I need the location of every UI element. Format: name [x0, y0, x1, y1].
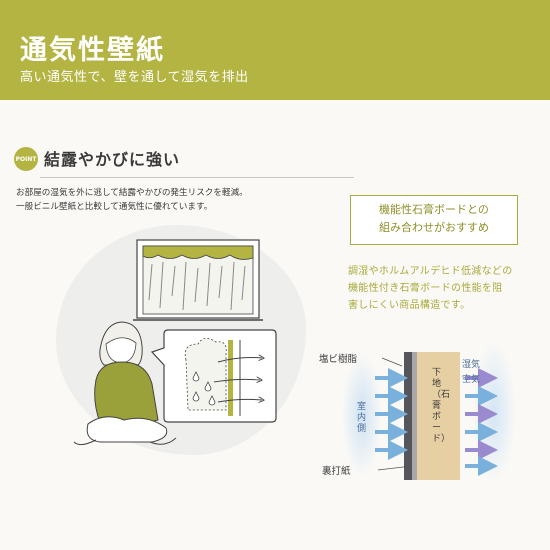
feature-line-3: 害しにくい商品構造です。 [348, 300, 471, 311]
description-line-2: 一般ビニル壁紙と比較して通気性に優れています。 [16, 202, 213, 212]
point-badge: POINT [14, 147, 38, 171]
callout-line-1: 機能性石膏ボードとの [379, 203, 489, 216]
page-subtitle: 高い通気性で、壁を通して湿気を排出 [20, 70, 249, 85]
speech-bubble [150, 329, 277, 423]
gypsum-board [417, 352, 460, 480]
vinyl-resin-label: 塩ビ樹脂 [319, 354, 358, 365]
room-side-glow [342, 353, 382, 477]
header-banner: 通気性壁紙 高い通気性で、壁を通して湿気を排出 [0, 0, 550, 100]
callout-line-2: 組み合わせがおすすめ [379, 221, 489, 234]
airflow-arrows [375, 368, 498, 476]
page-title: 通気性壁紙 [20, 35, 165, 66]
feature-line-2: 機能性付き石膏ボードの性能を阻 [348, 283, 503, 294]
woman-figure [73, 321, 177, 446]
backing-paper-layer [412, 352, 417, 480]
air-label: 空気 [462, 375, 481, 385]
recommendation-callout: 機能性石膏ボードとの 組み合わせがおすすめ [350, 195, 518, 245]
window-icon [133, 239, 263, 321]
base-board-label: 下地（石膏ボード） [432, 368, 451, 444]
feature-line-1: 調湿やホルムアルデヒド低減などの [348, 266, 513, 277]
backing-paper-label: 裏打紙 [322, 466, 351, 477]
description-line-1: お部屋の湿気を外に逃して結露やかびの発生リスクを軽減。 [16, 188, 248, 198]
room-side-label: 室内側 [357, 402, 367, 434]
vinyl-resin-layer [404, 352, 412, 480]
moisture-label: 湿気 [462, 360, 481, 370]
section-title: 結露やかびに強い [44, 150, 181, 169]
section-divider [40, 177, 354, 178]
